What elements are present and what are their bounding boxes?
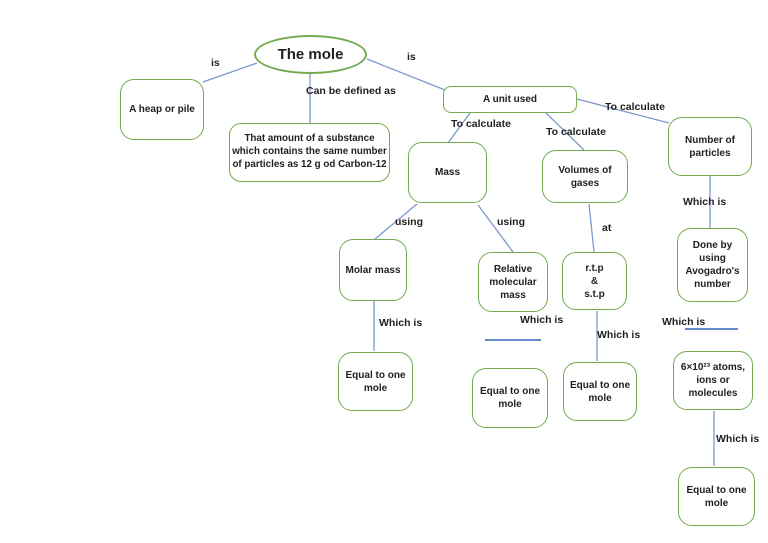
- edge-label-which-is-relative: Which is: [520, 314, 564, 326]
- node-volumes-of-gases-label: Volumes of gases: [558, 164, 612, 189]
- connector-mass-relative: [477, 204, 514, 253]
- connector-unit-mass: [447, 112, 471, 144]
- node-6e23-atoms-ions-molecules-label: 6×10²³ atoms, ions or molecules: [680, 362, 746, 399]
- node-volumes-of-gases: Volumes of gases: [542, 150, 628, 203]
- connector-unit-volumes: [545, 112, 585, 151]
- edge-label-to-calculate-volumes: To calculate: [546, 126, 606, 138]
- connector-volumes-rtp: [588, 203, 595, 253]
- node-equal-to-one-mole-label: Equal to one mole: [570, 379, 630, 404]
- connector-mass-molar: [374, 203, 418, 240]
- edge-label-which-is-particles: Which is: [683, 196, 727, 208]
- edge-label-using-relative: using: [497, 216, 525, 228]
- edge-label-is-heap: is: [211, 57, 220, 69]
- edge-label-which-is-avogadro: Which is: [662, 316, 706, 328]
- edge-label-to-calculate-particles: To calculate: [605, 101, 665, 113]
- edge-label-is-unit: is: [407, 51, 416, 63]
- node-a-heap-or-pile: A heap or pile: [120, 79, 204, 140]
- node-definition-label: That amount of a substance which contain…: [232, 133, 387, 170]
- edge-label-which-is-molar: Which is: [379, 317, 423, 329]
- node-equal-to-one-mole-label: Equal to one mole: [480, 386, 540, 410]
- edge-label-at: at: [602, 222, 612, 234]
- node-equal-to-one-mole-atoms: Equal to one mole: [678, 467, 755, 526]
- node-number-of-particles-label: Number of particles: [685, 134, 735, 159]
- node-avogadros-number-label: Done by using Avogadro's number: [685, 240, 740, 290]
- connector-mole-heap: [202, 62, 258, 83]
- node-equal-to-one-mole-label: Equal to one mole: [686, 484, 747, 509]
- node-a-unit-used-label: A unit used: [482, 94, 538, 105]
- node-the-mole: The mole: [254, 35, 367, 74]
- node-relative-molecular-mass-label: Relative molecular mass: [489, 263, 537, 301]
- node-6e23-atoms-ions-molecules: 6×10²³ atoms, ions or molecules: [673, 351, 753, 410]
- node-equal-to-one-mole-label: Equal to one mole: [345, 369, 406, 394]
- edge-label-which-is-rtp: Which is: [597, 329, 641, 341]
- node-avogadros-number: Done by using Avogadro's number: [677, 228, 748, 302]
- node-equal-to-one-mole-rtp: Equal to one mole: [563, 362, 637, 421]
- node-molar-mass: Molar mass: [339, 239, 407, 301]
- connector-mole-unit: [366, 58, 446, 91]
- edge-label-can-be-defined-as: Can be defined as: [306, 85, 396, 97]
- node-molar-mass-label: Molar mass: [345, 264, 401, 276]
- edge-label-to-calculate-mass: To calculate: [451, 118, 511, 130]
- node-mass-label: Mass: [434, 167, 460, 178]
- node-equal-to-one-mole-relative: Equal to one mole: [472, 368, 548, 428]
- node-definition: That amount of a substance which contain…: [229, 123, 390, 182]
- edge-label-which-is-atoms: Which is: [716, 433, 760, 445]
- connector-unit-particles: [576, 98, 670, 124]
- node-a-heap-or-pile-label: A heap or pile: [129, 104, 195, 115]
- node-number-of-particles: Number of particles: [668, 117, 752, 176]
- node-a-unit-used: A unit used: [443, 86, 577, 113]
- node-mass: Mass: [408, 142, 487, 203]
- node-rtp-stp: r.t.p & s.t.p: [562, 252, 627, 310]
- node-the-mole-label: The mole: [277, 45, 344, 63]
- node-equal-to-one-mole-molar: Equal to one mole: [338, 352, 413, 411]
- node-rtp-stp-label: r.t.p & s.t.p: [584, 262, 605, 300]
- edge-label-using-molar: using: [395, 216, 423, 228]
- node-relative-molecular-mass: Relative molecular mass: [478, 252, 548, 312]
